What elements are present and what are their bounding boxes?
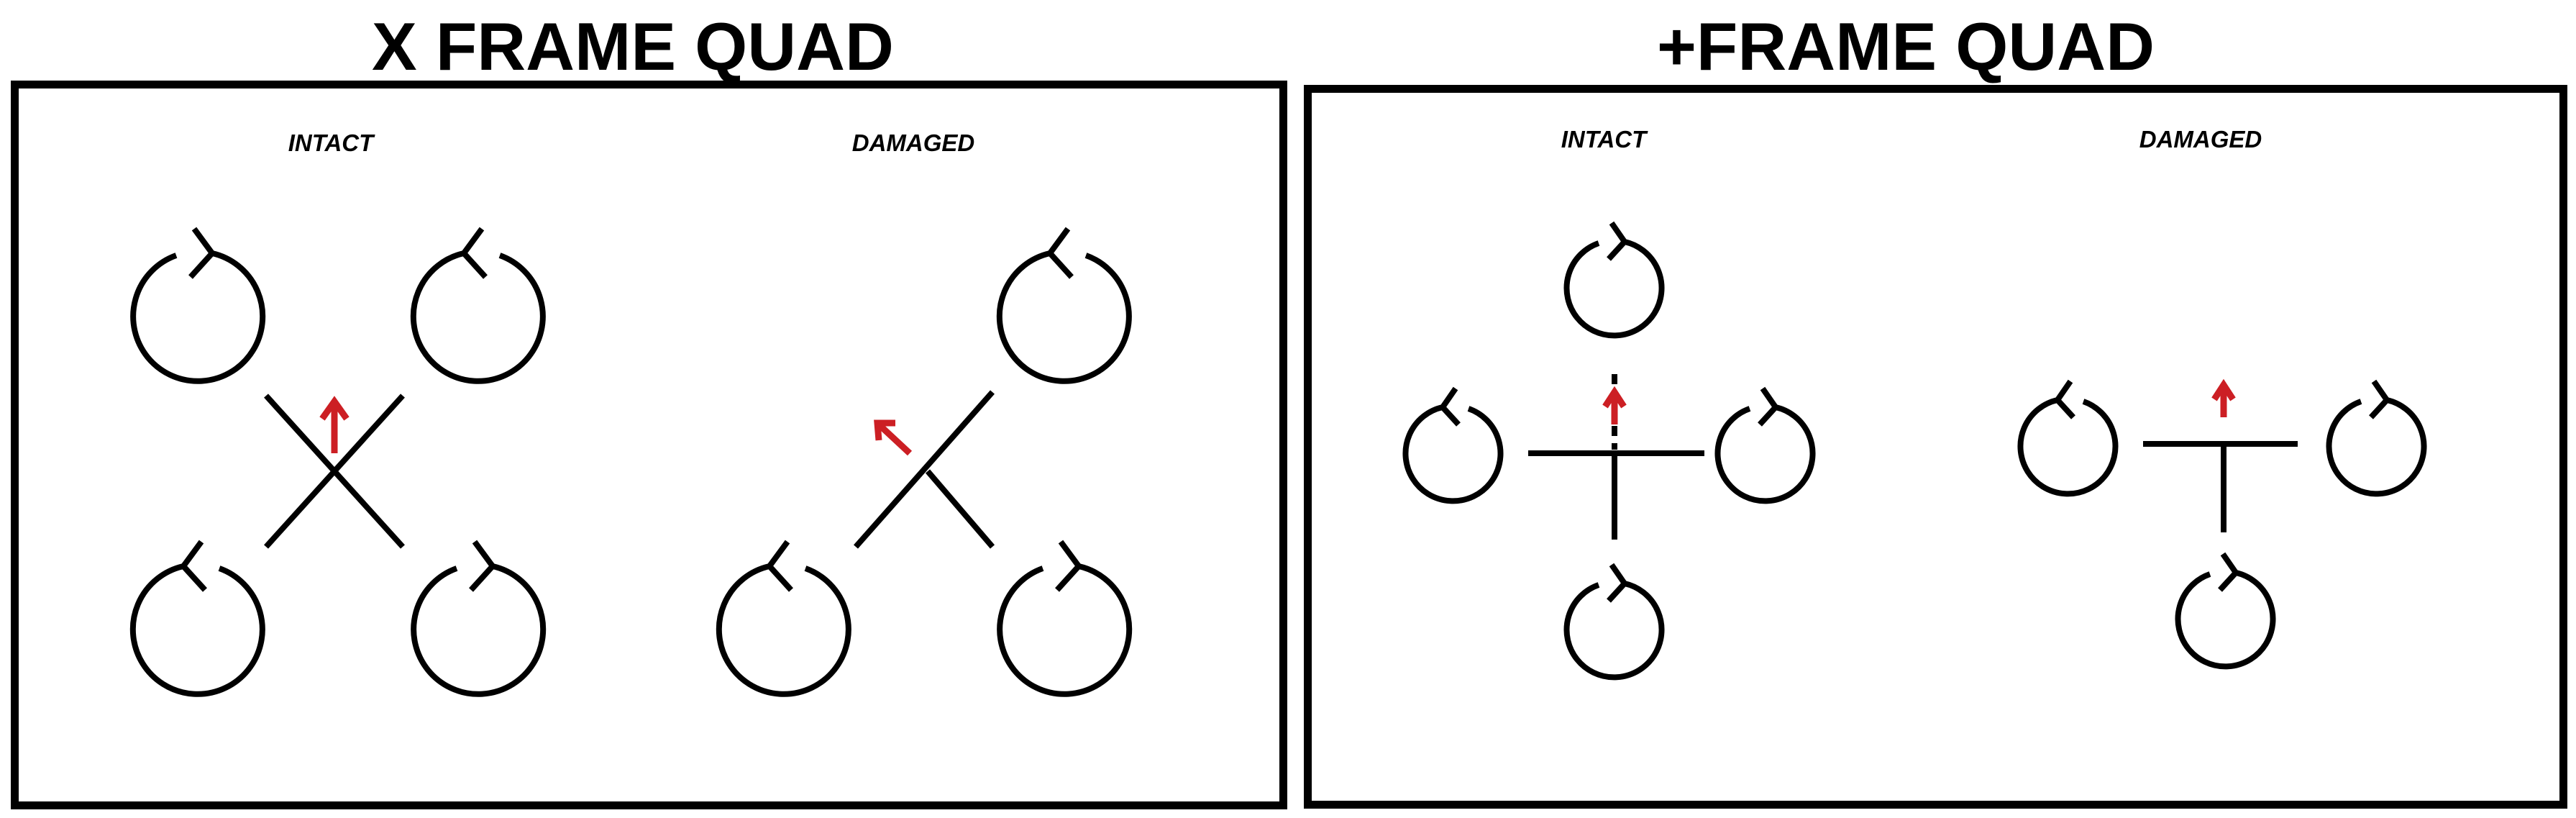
x-frame-title: X FRAME QUAD: [372, 9, 894, 84]
rotation-arrow-icon: [1567, 565, 1662, 677]
heading-arrow-icon: [1602, 386, 1627, 424]
x-damaged-label: DAMAGED: [851, 129, 975, 156]
heading-arrow-icon: [2211, 378, 2236, 417]
rotation-arrow-icon: [2329, 381, 2424, 494]
rotation-arrow-icon: [414, 229, 543, 381]
x-damaged-diagram: [719, 229, 1129, 694]
rotation-arrow-icon: [1718, 388, 1813, 501]
plus-damaged-label: DAMAGED: [2139, 126, 2262, 153]
rotation-arrow-icon: [719, 542, 849, 694]
heading-arrow-icon: [874, 419, 913, 456]
rotation-arrow-icon: [1000, 229, 1129, 381]
rotation-arrow-icon: [133, 542, 262, 694]
x-intact-diagram: [133, 229, 543, 694]
rotation-arrow-icon: [414, 542, 543, 694]
rotation-arrow-icon: [133, 229, 262, 381]
plus-damaged-diagram: [2020, 381, 2424, 666]
rotation-arrow-icon: [2178, 554, 2273, 666]
rotation-arrow-icon: [1000, 542, 1129, 694]
plus-intact-diagram: [1405, 223, 1812, 677]
rotation-arrow-icon: [1567, 223, 1662, 335]
heading-arrow-icon: [319, 396, 350, 453]
rotation-arrow-icon: [2020, 381, 2115, 494]
rotation-arrow-icon: [1405, 388, 1500, 501]
plus-intact-label: INTACT: [1561, 126, 1647, 153]
plus-frame-panel: [1304, 85, 2567, 809]
x-intact-label: INTACT: [288, 129, 374, 156]
plus-frame-title: +FRAME QUAD: [1657, 9, 2155, 84]
